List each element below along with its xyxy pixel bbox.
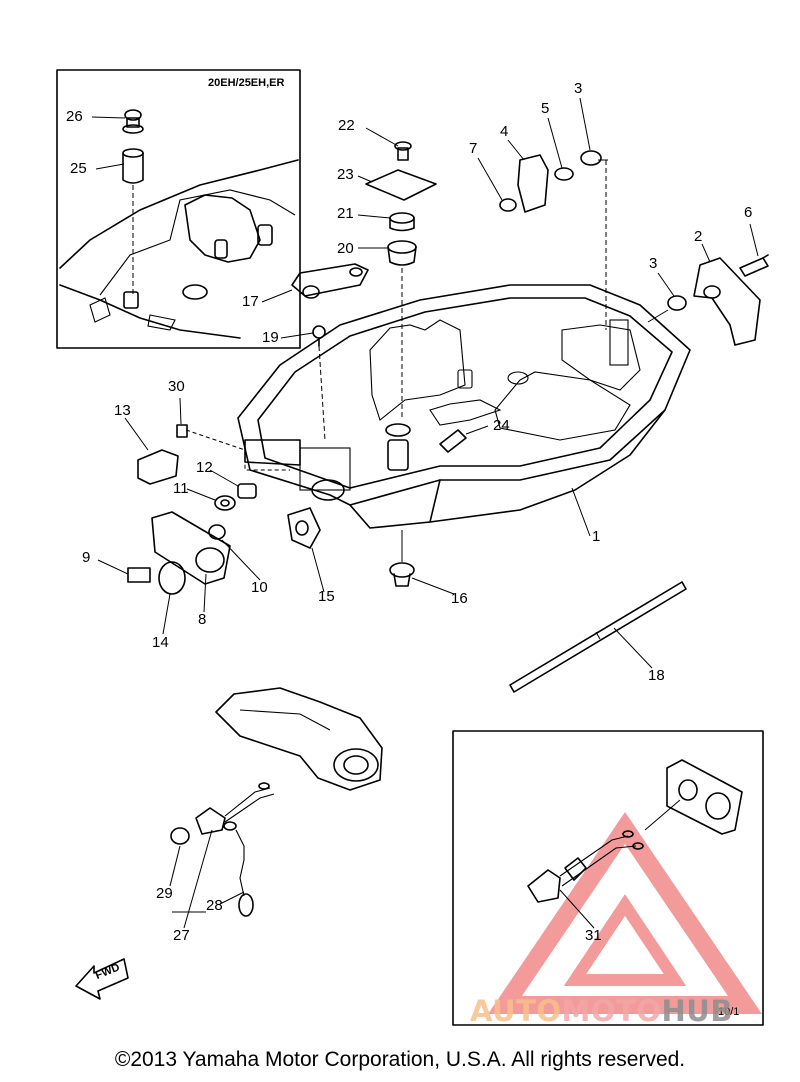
callout-14: 14 [152, 634, 169, 651]
part-23-plate [365, 169, 437, 201]
part-6-bolt [739, 254, 769, 277]
tiller-handle-assembly [215, 687, 383, 791]
watermark-part-moto: MOTO [561, 994, 662, 1028]
callout-17: 17 [242, 293, 259, 310]
watermark-logo-text: AUTOMOTOHUB [470, 994, 733, 1028]
callout-18: 18 [648, 667, 665, 684]
part-24-fitting [439, 425, 489, 453]
part-19-clip [312, 325, 326, 441]
part-15-grommet [287, 507, 321, 549]
fwd-arrow-icon [75, 958, 129, 1000]
part-16-plug [389, 530, 415, 587]
callout-21: 21 [337, 205, 354, 222]
callout-2: 2 [694, 228, 703, 245]
part-11-washer [214, 495, 236, 511]
part-21-collar [389, 212, 415, 232]
callout-31: 31 [585, 927, 602, 944]
callout-20: 20 [337, 240, 354, 257]
callout-13: 13 [114, 402, 131, 419]
callout-22: 22 [338, 117, 355, 134]
part-3-grommet [580, 150, 608, 330]
callout-3-right: 3 [649, 255, 658, 272]
callout-28: 28 [206, 897, 223, 914]
callout-23: 23 [337, 166, 354, 183]
part-7-nut [499, 198, 517, 212]
watermark-triangle-logo [488, 811, 762, 1014]
part-4-bracket [517, 154, 549, 213]
callout-26: 26 [66, 108, 83, 125]
part-26-bolt [122, 109, 144, 134]
part-9-screw [127, 567, 151, 583]
inset-box-bottom [452, 730, 764, 1026]
part-10-nut [208, 524, 226, 540]
part-17-bracket [291, 263, 369, 299]
part-2-bracket [693, 257, 761, 346]
part-20-grommet [387, 240, 417, 266]
part-18-strip [509, 581, 687, 693]
leader-lines [91, 97, 759, 929]
part-28-lanyard [223, 821, 254, 917]
watermark-part-hub: HUB [661, 994, 733, 1028]
part-12-fitting [237, 483, 257, 499]
callout-9: 9 [82, 549, 91, 566]
watermark-part-auto: AUTO [470, 994, 562, 1028]
inset-bottom-ref: 10/1 [718, 1006, 740, 1018]
callout-16: 16 [451, 590, 468, 607]
callout-11: 11 [173, 480, 189, 497]
part-13-cap [137, 449, 179, 485]
callout-1: 1 [592, 528, 601, 545]
callout-4: 4 [500, 123, 509, 140]
callout-7: 7 [469, 140, 478, 157]
copyright-notice: ©2013 Yamaha Motor Corporation, U.S.A. A… [114, 1048, 686, 1071]
callout-29: 29 [156, 885, 173, 902]
callout-27: 27 [173, 927, 190, 944]
callout-25: 25 [70, 160, 87, 177]
callout-5: 5 [541, 100, 550, 117]
callout-10: 10 [251, 579, 268, 596]
inset-model-label: 20EH/25EH,ER [208, 77, 285, 89]
part-25-grommet [122, 148, 144, 184]
callout-8: 8 [198, 611, 207, 628]
callout-24: 24 [493, 417, 510, 434]
callout-19: 19 [262, 329, 279, 346]
callout-12: 12 [196, 459, 213, 476]
part-14-cap [158, 561, 186, 595]
part-22-bolt [394, 141, 412, 161]
callout-30: 30 [168, 378, 185, 395]
callout-3-top: 3 [574, 80, 583, 97]
callout-15: 15 [318, 588, 335, 605]
inset-box-top [56, 69, 301, 349]
part-27-switch [195, 782, 275, 835]
part-3b-grommet [647, 295, 687, 323]
part-29-cap [170, 827, 190, 845]
part-8-plate [151, 511, 231, 585]
callout-6: 6 [744, 204, 753, 221]
part-1-bottom-cowling [237, 284, 691, 529]
part-30-label [176, 424, 188, 438]
part-5-washer [554, 167, 574, 181]
